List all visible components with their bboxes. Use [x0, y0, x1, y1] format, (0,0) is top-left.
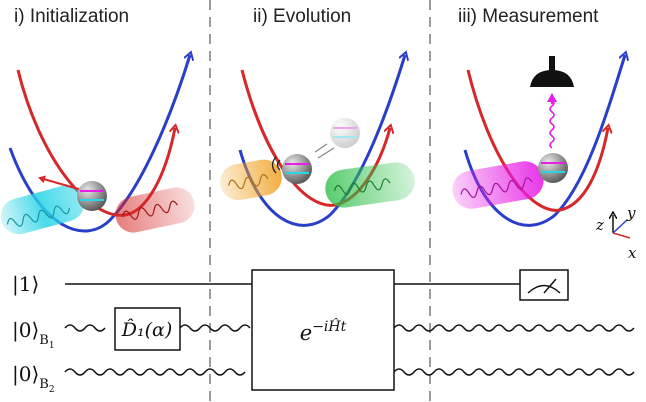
axis-x-label: x [628, 244, 637, 262]
mode1-subsub: 1 [49, 341, 55, 351]
potential-red [466, 69, 608, 212]
circuit: |1⟩ |0⟩B1 |0⟩B2 D̂₁(α) e−iĤt [12, 269, 635, 395]
evolution-gate-label: e−iĤt [300, 317, 347, 345]
mode1-ket: |0⟩B1 [12, 318, 55, 351]
laser-beam-green [325, 162, 415, 208]
beam-wave-cyan [6, 205, 70, 227]
detector-stem [549, 56, 555, 72]
mode1-wire-a [64, 324, 106, 332]
potential-blue [238, 55, 405, 227]
motion-lines-right [314, 143, 335, 159]
mode2-sub: B [39, 377, 49, 392]
mode2-wire-b [393, 368, 635, 376]
qubit-ket: |1⟩ [12, 272, 39, 297]
panel-evolution [220, 55, 415, 227]
displacement-gate-label: D̂₁(α) [121, 319, 173, 341]
mode1-sub: B [39, 333, 49, 348]
displacement-gate [114, 307, 181, 351]
mode1-wire-c [393, 324, 635, 332]
ion-ghost-ball [330, 118, 360, 148]
ion-ball [282, 154, 312, 184]
ion-ball [538, 153, 568, 183]
axis-y-label: y [626, 204, 636, 222]
laser-beam-red [115, 187, 195, 233]
displacement-arrow [38, 175, 83, 191]
panel-title-measurement: iii) Measurement [458, 6, 599, 27]
mode1-wire-b [179, 324, 251, 332]
beam-wave-red [122, 200, 178, 220]
beam-wave-orange [228, 174, 269, 190]
mode2-wire-a [64, 368, 246, 376]
mode2-ket: |0⟩B2 [12, 362, 55, 395]
beam-wave-green [333, 178, 391, 195]
detector-icon [530, 70, 574, 87]
beam-wave-magenta [460, 177, 533, 198]
panel-measurement: z y x [452, 55, 637, 262]
potential-red [240, 69, 390, 207]
evolution-exponent: −iĤt [312, 317, 346, 335]
mode2-subsub: 2 [49, 385, 55, 395]
axis-z-label: z [595, 216, 604, 234]
meter-icon [527, 278, 561, 294]
panel-title-initialization: i) Initialization [14, 6, 129, 27]
evolution-gate [251, 269, 395, 391]
panel-initialization [0, 55, 195, 235]
axis-x-arrow [612, 232, 631, 239]
ion-ball [77, 181, 107, 211]
motion-lines-left [271, 156, 281, 174]
panel-title-evolution: ii) Evolution [253, 6, 351, 27]
photon-wave [549, 99, 555, 149]
axis-y-arrow [612, 219, 628, 234]
